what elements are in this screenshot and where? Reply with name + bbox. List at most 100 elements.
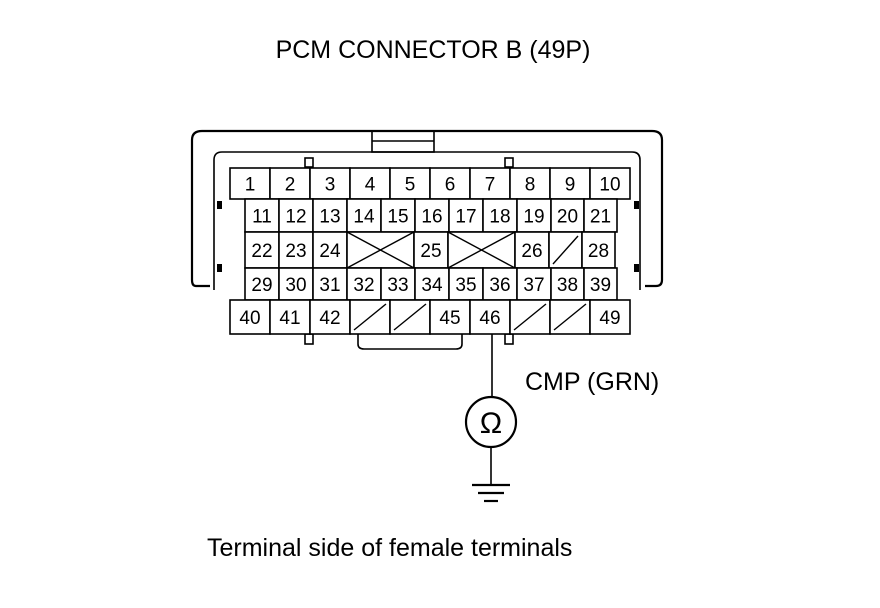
pin-8: 8 (509, 167, 551, 200)
pin-24: 24 (312, 231, 348, 269)
pin-19: 19 (516, 198, 552, 233)
pin-cell-blocked-cross (447, 231, 516, 269)
pin-32: 32 (346, 267, 382, 301)
pin-4: 4 (349, 167, 391, 200)
pin-label: 38 (557, 275, 578, 296)
pin-label: 2 (285, 175, 296, 196)
pin-label: 34 (421, 275, 443, 296)
pin-label: 18 (489, 207, 510, 228)
pin-2: 2 (269, 167, 311, 200)
pin-cell-blocked-slash (349, 299, 391, 335)
pin-cell-blocked-slash (509, 299, 551, 335)
pin-label: 5 (405, 175, 416, 196)
pin-10: 10 (589, 167, 631, 200)
pin-label: 36 (489, 275, 510, 296)
pin-23: 23 (278, 231, 314, 269)
pin-label: 1 (245, 175, 256, 196)
pin-label: 28 (588, 241, 609, 262)
connector-housing (190, 129, 664, 350)
pin-37: 37 (516, 267, 552, 301)
pin-label: 3 (325, 175, 336, 196)
pin-25: 25 (413, 231, 449, 269)
pin-label: 26 (521, 241, 542, 262)
pin-cell-blocked-slash (548, 231, 583, 269)
pin-cell-blocked-cross (346, 231, 415, 269)
pin-label: 14 (353, 207, 375, 228)
pin-46: 46 (469, 299, 511, 335)
pin-16: 16 (414, 198, 450, 233)
pin-label: 11 (252, 207, 272, 228)
pin-label: 17 (455, 207, 476, 228)
pin-34: 34 (414, 267, 450, 301)
pin-11: 11 (244, 198, 280, 233)
pin-1: 1 (229, 167, 271, 200)
pin-label: 49 (599, 308, 620, 329)
diagram-caption: Terminal side of female terminals (207, 534, 572, 562)
pin-label: 32 (353, 275, 374, 296)
pin-label: 33 (387, 275, 408, 296)
diagram-title: PCM CONNECTOR B (49P) (276, 36, 591, 64)
pin-label: 9 (565, 175, 576, 196)
pin-36: 36 (482, 267, 518, 301)
pin-cell-blocked-slash (389, 299, 431, 335)
pin-label: 19 (523, 207, 544, 228)
ohmmeter-symbol: Ω (480, 407, 502, 440)
pin-20: 20 (550, 198, 585, 233)
pin-label: 4 (365, 175, 376, 196)
pin-12: 12 (278, 198, 314, 233)
pin-label: 13 (319, 207, 340, 228)
pin-label: 40 (239, 308, 260, 329)
pin-30: 30 (278, 267, 314, 301)
pin-label: 46 (479, 308, 500, 329)
pin-label: 24 (319, 241, 341, 262)
pin-33: 33 (380, 267, 416, 301)
pin-label: 31 (319, 275, 340, 296)
pin-label: 37 (523, 275, 544, 296)
pin-label: 10 (599, 175, 620, 196)
pin-38: 38 (550, 267, 585, 301)
pin-13: 13 (312, 198, 348, 233)
pin-17: 17 (448, 198, 484, 233)
pin-28: 28 (581, 231, 616, 269)
pin-label: 42 (319, 308, 340, 329)
pin-7: 7 (469, 167, 511, 200)
pin-cell-blocked-slash (549, 299, 591, 335)
pin-41: 41 (269, 299, 311, 335)
pin-3: 3 (309, 167, 351, 200)
pin-31: 31 (312, 267, 348, 301)
pin-26: 26 (514, 231, 550, 269)
pin-6: 6 (429, 167, 471, 200)
pin-label: 16 (421, 207, 442, 228)
pin-label: 6 (445, 175, 456, 196)
pin-label: 35 (455, 275, 476, 296)
pin-label: 15 (387, 207, 408, 228)
pin-label: 7 (485, 175, 496, 196)
pin-label: 23 (285, 241, 306, 262)
pin-9: 9 (549, 167, 591, 200)
pin-label: 30 (285, 275, 306, 296)
pin-label: 20 (557, 207, 578, 228)
ohmmeter: Ω (464, 395, 518, 449)
pin-label: 41 (279, 308, 300, 329)
pin-15: 15 (380, 198, 416, 233)
pin-label: 22 (251, 241, 272, 262)
pin-39: 39 (583, 267, 618, 301)
pin-14: 14 (346, 198, 382, 233)
pin-35: 35 (448, 267, 484, 301)
pin-label: 39 (590, 275, 611, 296)
pin-label: 29 (251, 275, 272, 296)
pin-42: 42 (309, 299, 351, 335)
pin-40: 40 (229, 299, 271, 335)
ground-icon (472, 483, 510, 503)
pin-label: 12 (285, 207, 306, 228)
pin-label: 25 (420, 241, 441, 262)
pin-label: 21 (590, 207, 611, 228)
pin-45: 45 (429, 299, 471, 335)
pin-5: 5 (389, 167, 431, 200)
pin-49: 49 (589, 299, 631, 335)
probe-label: CMP (GRN) (525, 368, 659, 396)
pin-21: 21 (583, 198, 618, 233)
pin-29: 29 (244, 267, 280, 301)
